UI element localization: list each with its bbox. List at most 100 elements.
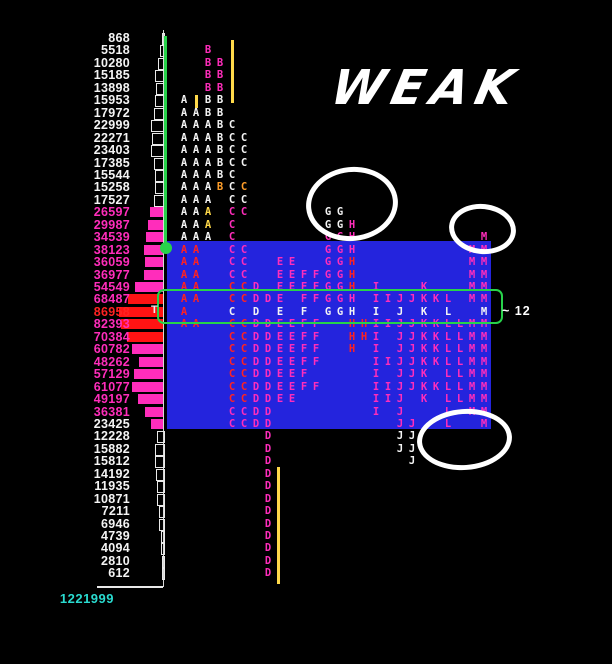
tpo-letter: J: [408, 343, 416, 356]
price-volume-label: 4094: [100, 541, 130, 556]
tpo-letter: H: [348, 256, 356, 269]
price-volume-label: 61077: [93, 379, 130, 394]
session-open-marker-dot[interactable]: [160, 242, 172, 254]
tpo-letter: L: [444, 417, 452, 430]
tpo-letter: E: [288, 256, 296, 269]
tpo-letter: M: [480, 293, 488, 306]
tpo-letter: D: [252, 405, 260, 418]
tpo-letter: D: [264, 505, 272, 518]
tpo-letter: D: [252, 368, 260, 381]
tpo-letter: A: [204, 119, 212, 132]
tpo-letter: C: [228, 231, 236, 244]
tpo-letter: D: [264, 480, 272, 493]
tpo-letter: J: [408, 442, 416, 455]
tpo-letter: A: [180, 305, 188, 318]
tpo-letter: A: [204, 231, 212, 244]
tpo-letter: F: [312, 293, 320, 306]
tpo-letter: C: [228, 330, 236, 343]
tpo-letter: L: [456, 355, 464, 368]
tpo-letter: D: [252, 305, 260, 318]
tpo-letter: I: [372, 380, 380, 393]
tpo-letter: C: [228, 243, 236, 256]
price-volume-label: 49197: [93, 392, 130, 407]
price-volume-label: 4739: [100, 529, 130, 543]
tpo-letter: A: [192, 268, 200, 281]
tpo-letter: L: [456, 330, 464, 343]
tpo-letter: L: [456, 380, 464, 393]
tpo-letter: E: [276, 256, 284, 269]
tpo-letter: M: [480, 343, 488, 356]
tpo-letter: C: [228, 193, 236, 206]
tpo-letter: C: [240, 368, 248, 381]
tpo-letter: J: [408, 293, 416, 306]
volume-bar: [132, 381, 163, 392]
yellow-marker-line-b-period[interactable]: [231, 40, 234, 103]
tpo-letter: D: [264, 405, 272, 418]
tpo-letter: I: [372, 318, 380, 331]
tpo-letter: J: [396, 343, 404, 356]
volume-bar: [162, 555, 165, 568]
price-volume-label: 612: [108, 566, 130, 581]
price-volume-label: 68487: [93, 292, 130, 307]
total-volume-label: 1221999: [59, 591, 114, 606]
volume-bar: [157, 431, 165, 444]
tpo-letter: A: [180, 268, 188, 281]
volume-bar: [144, 244, 163, 255]
price-volume-label: 26597: [93, 205, 130, 220]
tpo-letter: H: [348, 243, 356, 256]
tpo-letter: I: [384, 355, 392, 368]
price-volume-label: 86958: [93, 304, 130, 319]
tpo-letter: G: [324, 243, 332, 256]
tpo-letter: G: [336, 305, 344, 318]
hand-drawn-circle-g-period[interactable]: [302, 162, 402, 246]
tpo-letter: M: [480, 268, 488, 281]
price-volume-label: 36977: [93, 267, 130, 282]
tpo-letter: D: [264, 567, 272, 580]
price-volume-label: 22271: [93, 130, 130, 145]
tpo-letter: I: [372, 405, 380, 418]
tpo-letter: E: [276, 330, 284, 343]
yellow-marker-line-d-period[interactable]: [277, 467, 280, 584]
volume-bar: [151, 418, 163, 429]
price-volume-label: 13898: [93, 80, 130, 95]
tpo-letter: J: [408, 417, 416, 430]
tpo-letter: G: [324, 256, 332, 269]
tpo-letter: H: [348, 268, 356, 281]
tpo-letter: A: [180, 131, 188, 144]
tpo-letter: D: [252, 417, 260, 430]
volume-bar: [146, 232, 163, 243]
tpo-letter: D: [264, 417, 272, 430]
tpo-letter: C: [228, 256, 236, 269]
tpo-letter: A: [192, 193, 200, 206]
tpo-letter: H: [348, 343, 356, 356]
tpo-letter: E: [288, 343, 296, 356]
price-volume-label: 5518: [100, 43, 130, 58]
tpo-letter: K: [420, 355, 428, 368]
poc-highlight-box[interactable]: [157, 289, 503, 324]
tpo-letter: G: [324, 231, 332, 244]
volume-bar: [138, 394, 163, 405]
tpo-letter: C: [228, 119, 236, 132]
tpo-letter: E: [288, 393, 296, 406]
tpo-letter: A: [192, 156, 200, 169]
tpo-letter: E: [276, 368, 284, 381]
tpo-letter: G: [324, 305, 332, 318]
tpo-letter: K: [420, 293, 428, 306]
session-open-marker-line[interactable]: [164, 36, 167, 247]
tpo-letter: A: [180, 256, 188, 269]
tpo-letter: C: [228, 131, 236, 144]
tpo-letter: L: [456, 393, 464, 406]
tpo-letter: A: [180, 206, 188, 219]
tpo-letter: A: [204, 181, 212, 194]
price-volume-label: 15544: [93, 167, 130, 182]
yellow-marker-tick-a-period[interactable]: [195, 95, 198, 108]
tpo-letter: M: [468, 293, 476, 306]
tpo-letter: M: [468, 368, 476, 381]
tpo-letter: H: [360, 330, 368, 343]
tpo-letter: F: [300, 368, 308, 381]
tpo-letter: E: [276, 268, 284, 281]
tpo-letter: D: [264, 542, 272, 555]
tpo-letter: B: [216, 156, 224, 169]
volume-bar: [157, 493, 165, 506]
